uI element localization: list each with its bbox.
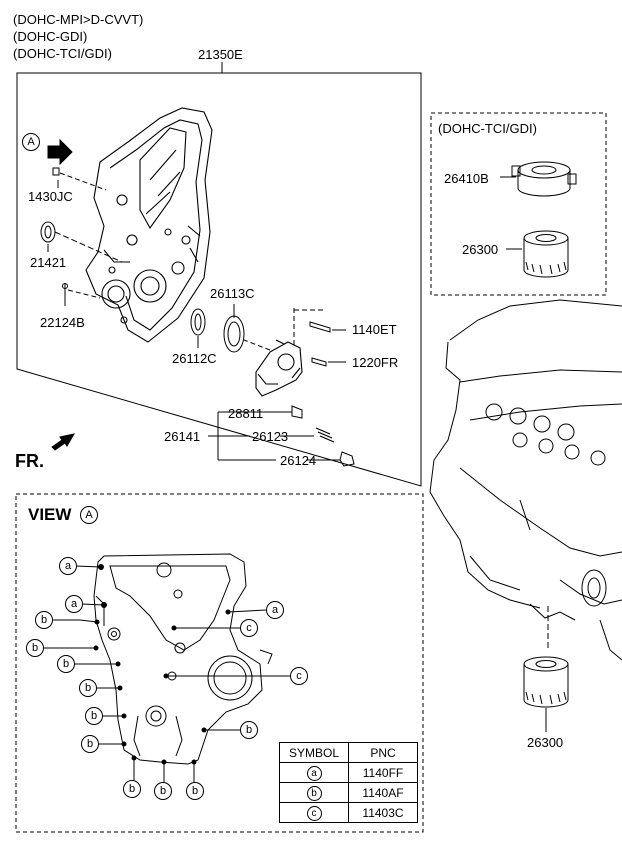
- symbol-b-2: b: [26, 639, 44, 657]
- table-cell-symbol: b: [279, 782, 349, 803]
- symbol-c-2: c: [290, 667, 308, 685]
- symbol-a-2: a: [65, 595, 83, 613]
- table-cell-symbol: a: [279, 762, 349, 783]
- symbol-b-3: b: [57, 655, 75, 673]
- symbol-b-6: b: [81, 735, 99, 753]
- engine-block-drawing: [429, 299, 622, 661]
- symbol-b-5: b: [85, 707, 103, 725]
- table-row: c 11403C: [279, 802, 418, 823]
- front-direction-label: FR.: [15, 451, 44, 471]
- part-label-26300-tci: 26300: [462, 242, 499, 257]
- table-row: b 1140AF: [279, 782, 418, 803]
- part-label-26123: 26123: [252, 429, 289, 444]
- view-title-marker: A: [80, 506, 98, 524]
- symbol-b-8: b: [154, 782, 172, 800]
- part-label-21350e: 21350E: [198, 47, 243, 62]
- table-cell-pnc: 1140AF: [348, 782, 418, 803]
- part-label-1140et: 1140ET: [352, 322, 397, 337]
- part-label-26124: 26124: [280, 453, 317, 468]
- symbol-a-circle: a: [306, 765, 322, 781]
- view-arrow: [47, 138, 73, 166]
- oil-filter-engine-drawing: [523, 656, 569, 732]
- symbol-c-1: c: [240, 619, 258, 637]
- fr-arrow: [51, 433, 76, 451]
- table-header-row: SYMBOL PNC: [279, 742, 418, 763]
- part-label-1430jc: 1430JC: [28, 189, 73, 204]
- tci-box-frame: [430, 112, 607, 296]
- tci-box-title: (DOHC-TCI/GDI): [438, 121, 537, 136]
- view-leaders: [42, 565, 290, 782]
- engine-variant-1: (DOHC-MPI>D-CVVT): [13, 12, 144, 27]
- symbol-b-7: b: [123, 780, 141, 798]
- symbol-b-4: b: [79, 679, 97, 697]
- part-label-21421: 21421: [30, 255, 67, 270]
- table-header-pnc: PNC: [348, 742, 418, 763]
- view-box-frame: [15, 493, 424, 833]
- engine-variant-3: (DOHC-TCI/GDI): [13, 46, 112, 61]
- part-label-26141: 26141: [164, 429, 201, 444]
- part-label-22124b: 22124B: [40, 315, 85, 330]
- oil-pump-drawing: [255, 339, 303, 397]
- engine-variant-2: (DOHC-GDI): [13, 29, 88, 44]
- timing-cover-drawing: [85, 107, 213, 343]
- table-cell-pnc: 1140FF: [348, 762, 418, 783]
- table-cell-symbol: c: [279, 802, 349, 823]
- view-title-text: VIEW: [28, 505, 72, 524]
- oil-cooler-drawing: [500, 161, 577, 197]
- part-label-26410b: 26410B: [444, 171, 489, 186]
- oil-filter-tci-drawing: [506, 230, 569, 278]
- symbol-a-1: a: [59, 557, 77, 575]
- part-label-1220fr: 1220FR: [352, 355, 399, 370]
- symbol-b-circle: b: [306, 785, 322, 801]
- symbol-b-9: b: [186, 782, 204, 800]
- symbol-c-circle: c: [306, 805, 322, 821]
- view-marker-circle: A: [22, 133, 40, 151]
- top-box-frame: [16, 72, 422, 487]
- part-label-26112c: 26112C: [172, 351, 217, 366]
- part-label-26300-engine: 26300: [527, 735, 564, 750]
- symbol-pnc-table: SYMBOL PNC a 1140FF b 1140AF c 11403C: [279, 742, 418, 823]
- table-header-symbol: SYMBOL: [279, 742, 349, 763]
- table-row: a 1140FF: [279, 762, 418, 783]
- view-title: VIEW: [28, 505, 71, 525]
- symbol-b-1: b: [35, 611, 53, 629]
- symbol-b-10: b: [240, 721, 258, 739]
- part-label-28811: 28811: [228, 406, 264, 421]
- part-label-26113c: 26113C: [210, 286, 255, 301]
- table-cell-pnc: 11403C: [348, 802, 418, 823]
- symbol-a-3: a: [266, 601, 284, 619]
